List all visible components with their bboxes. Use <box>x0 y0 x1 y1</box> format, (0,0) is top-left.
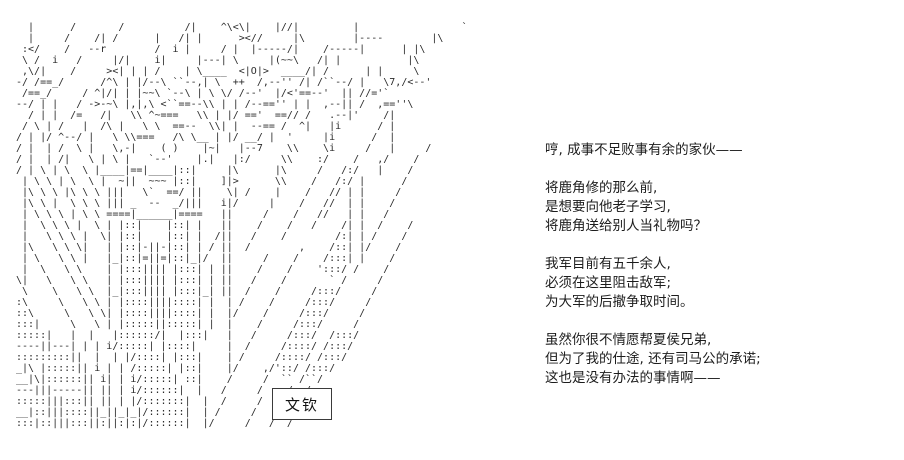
character-name-label: 文钦 <box>284 395 319 414</box>
dialogue-paragraph: 我军目前有五千余人, 必须在这里阻击敌军; 为大军的后撤争取时间。 <box>545 256 694 310</box>
dialogue-text-block: 哼, 成事不足败事有余的家伙—— 将鹿角修的那么前, 是想要向他老子学习, 将鹿… <box>545 141 897 407</box>
dialogue-paragraph: 虽然你很不情愿帮夏侯兄弟, 但为了我的仕途, 还有司马公的承诺; 这也是没有办法… <box>545 332 761 386</box>
character-nameplate: 文钦 <box>272 388 332 420</box>
ascii-art: | / / /| ^\<\| |//| | ` | / /| / | /| | … <box>16 22 468 429</box>
dialogue-paragraph: 将鹿角修的那么前, 是想要向他老子学习, 将鹿角送给别人当礼物吗？ <box>545 180 707 234</box>
dialogue-paragraph: 哼, 成事不足败事有余的家伙—— <box>545 142 743 158</box>
